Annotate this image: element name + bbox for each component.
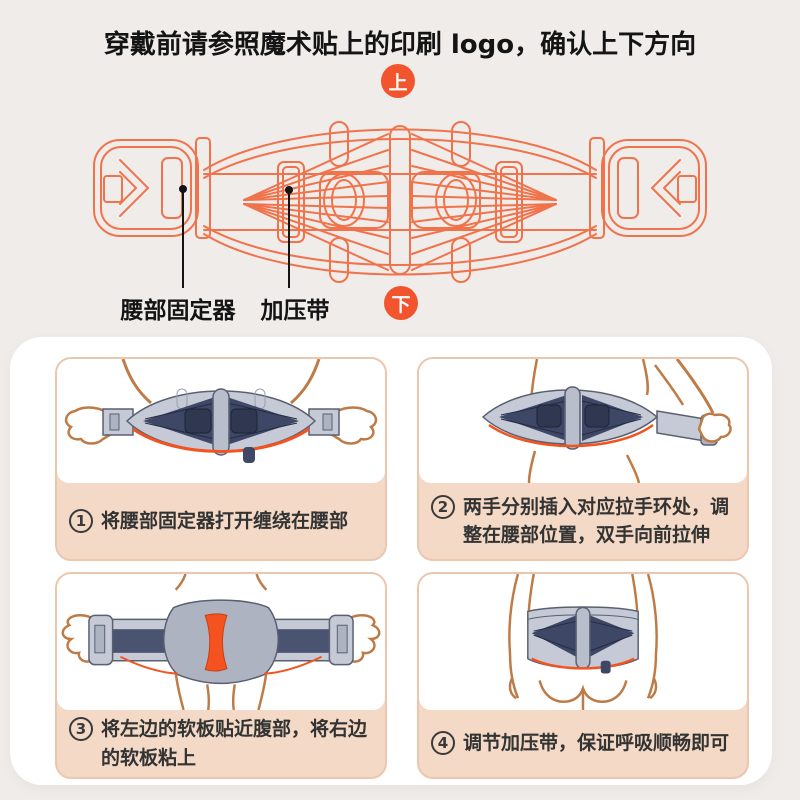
step-4-number-circle: 4 bbox=[431, 731, 455, 756]
step-4-back-view-drawing bbox=[508, 574, 658, 710]
orientation-badge-top: 上 bbox=[381, 64, 415, 98]
steps-card: 1 将腰部固定器打开缠绕在腰部 bbox=[10, 337, 772, 785]
step-4-text: 调节加压带，保证呼吸顺畅即可 bbox=[463, 732, 730, 755]
step-1-illustration bbox=[57, 359, 385, 483]
step-1-text: 将腰部固定器打开缠绕在腰部 bbox=[101, 509, 349, 532]
step-panel-1: 1 将腰部固定器打开缠绕在腰部 bbox=[55, 357, 387, 561]
page-title: 穿戴前请参照魔术贴上的印刷 logo，确认上下方向 bbox=[103, 30, 697, 60]
step-3-front-fastening-drawing bbox=[61, 574, 381, 710]
orientation-badge-bottom: 下 bbox=[384, 286, 418, 320]
belt-line-drawing bbox=[92, 112, 708, 292]
callout-dot-waist-fixator bbox=[179, 185, 187, 193]
step-1-number-circle: 1 bbox=[69, 508, 93, 533]
step-3-illustration bbox=[57, 574, 385, 710]
step-1-caption: 1 将腰部固定器打开缠绕在腰部 bbox=[57, 483, 385, 559]
step-3-text: 将左边的软板贴近腹部，将右边的软板粘上 bbox=[101, 718, 368, 769]
badge-top-label: 上 bbox=[388, 71, 408, 94]
step-panel-4: 4 调节加压带，保证呼吸顺畅即可 bbox=[417, 572, 749, 779]
pull-handle-ring bbox=[319, 171, 389, 229]
orange-trim bbox=[488, 423, 654, 448]
step-1-belt-held-open-drawing bbox=[64, 359, 378, 463]
callout-line-compression-band bbox=[288, 192, 290, 288]
gripping-hand bbox=[697, 412, 732, 443]
step-3-caption: 3 将左边的软板贴近腹部，将右边的软板粘上 bbox=[57, 710, 385, 777]
step-2-pulling-handles-drawing bbox=[481, 359, 732, 483]
part-label-compression-band: 加压带 bbox=[260, 298, 330, 324]
step-2-text: 两手分别插入对应拉手环处，调整在腰部位置，双手向前拉伸 bbox=[463, 495, 730, 546]
belt-outline-svg bbox=[93, 121, 707, 283]
callout-dot-compression-band bbox=[285, 186, 293, 194]
part-label-waist-fixator: 腰部固定器 bbox=[120, 298, 236, 324]
step-panel-3: 3 将左边的软板贴近腹部，将右边的软板粘上 bbox=[55, 572, 387, 779]
step-panel-2: 2 两手分别插入对应拉手环处，调整在腰部位置，双手向前拉伸 bbox=[417, 357, 749, 561]
step-2-number-circle: 2 bbox=[431, 494, 455, 519]
hinge-bar bbox=[195, 137, 211, 239]
badge-bottom-label: 下 bbox=[391, 293, 411, 316]
central-stay bbox=[389, 125, 411, 275]
step-3-number-circle: 3 bbox=[69, 717, 93, 742]
step-2-illustration bbox=[419, 359, 747, 483]
step-4-illustration bbox=[419, 574, 747, 710]
strap-keeper bbox=[277, 161, 305, 243]
step-4-caption: 4 调节加压带，保证呼吸顺畅即可 bbox=[419, 710, 747, 777]
step-2-caption: 2 两手分别插入对应拉手环处，调整在腰部位置，双手向前拉伸 bbox=[419, 483, 747, 559]
orange-logo-patch bbox=[204, 613, 228, 672]
orange-trim bbox=[531, 657, 635, 670]
orange-trim bbox=[132, 427, 310, 453]
callout-line-waist-fixator bbox=[182, 191, 184, 288]
left-end-paddle bbox=[93, 139, 199, 237]
